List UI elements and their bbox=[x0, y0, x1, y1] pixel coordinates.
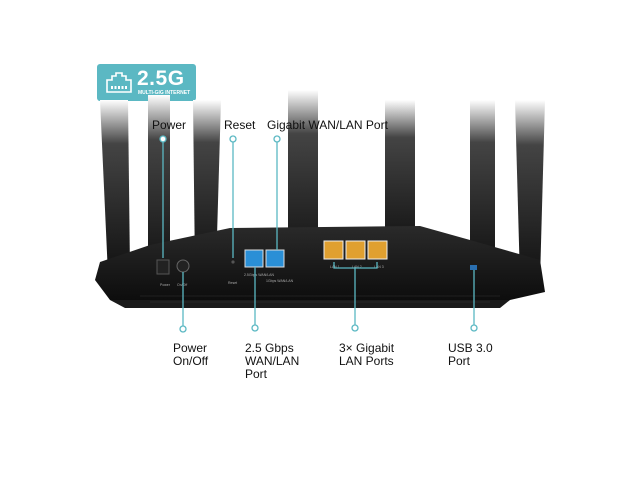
badge-subtitle: MULTI-GIG INTERNET bbox=[138, 90, 191, 96]
callout-line: USB 3.0 bbox=[448, 341, 493, 355]
multi-gig-badge: 2.5G MULTI-GIG INTERNET bbox=[97, 64, 196, 101]
callout-usb: USB 3.0 Port bbox=[448, 342, 493, 368]
callout-line: Port bbox=[245, 367, 268, 381]
device-label-lan2: LAN 2 bbox=[352, 265, 362, 269]
wan-25g-port bbox=[244, 249, 264, 268]
device-label-lan1: LAN 1 bbox=[330, 265, 340, 269]
callout-power-onoff: Power On/Off bbox=[173, 342, 208, 368]
callout-reset: Reset bbox=[224, 118, 256, 132]
lan-port-2 bbox=[345, 240, 366, 260]
wan-1g-port bbox=[265, 249, 285, 268]
usb-port bbox=[470, 265, 477, 270]
callout-lan-ports: 3× Gigabit LAN Ports bbox=[339, 342, 394, 368]
device-label-onoff: On/Off bbox=[177, 283, 187, 287]
device-label-power: Power bbox=[160, 283, 171, 287]
badge-title: 2.5G bbox=[137, 67, 185, 90]
callout-gigabit-wan-lan: Gigabit WAN/LAN Port bbox=[267, 118, 388, 132]
router-body bbox=[95, 226, 545, 300]
callout-power: Power bbox=[152, 118, 187, 132]
ethernet-port-icon bbox=[106, 72, 132, 93]
power-port bbox=[156, 259, 170, 275]
reset-button bbox=[231, 260, 235, 264]
callout-line: WAN/LAN bbox=[245, 354, 300, 368]
power-button bbox=[176, 259, 190, 273]
lan-port-1 bbox=[323, 240, 344, 260]
device-label-reset: Reset bbox=[228, 281, 237, 285]
callout-lines bbox=[159, 135, 478, 333]
callout-25g-wan-lan: 2.5 Gbps WAN/LAN Port bbox=[245, 342, 299, 381]
device-label-wan25: 2.5Gbps WAN/LAN bbox=[244, 273, 274, 277]
callout-line: Port bbox=[448, 354, 471, 368]
callout-line: 2.5 Gbps bbox=[245, 341, 294, 355]
callout-line: LAN Ports bbox=[339, 354, 394, 368]
callout-line: 3× Gigabit bbox=[339, 341, 395, 355]
device-label-wan1: 1Gbps WAN/LAN bbox=[266, 279, 294, 283]
callout-line: Power bbox=[173, 341, 208, 355]
callout-line: On/Off bbox=[173, 354, 209, 368]
device-label-lan3: LAN 3 bbox=[374, 265, 384, 269]
lan-port-3 bbox=[367, 240, 388, 260]
